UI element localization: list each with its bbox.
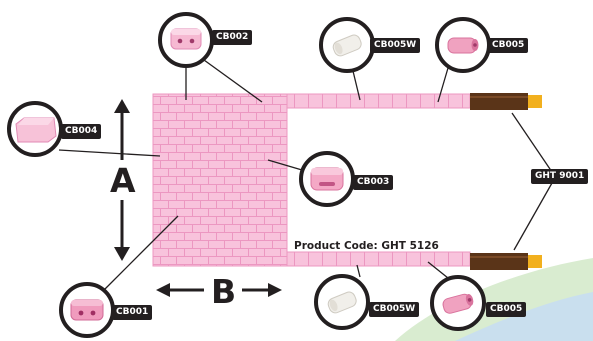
callout-cb001 [59, 282, 115, 338]
label-cb004: CB004 [61, 124, 102, 139]
callout-cb003 [299, 151, 355, 207]
height-arrow [114, 99, 130, 261]
callout-cb005w-top [319, 17, 375, 73]
width-arrow [156, 283, 282, 297]
leader-lines [58, 59, 553, 290]
callout-cb005w-bottom [314, 274, 370, 330]
callout-cb005-top [435, 17, 491, 73]
label-cb005-bottom: CB005 [486, 302, 527, 317]
cable-connector-bottom [470, 253, 542, 270]
label-cb005w-top: CB005W [370, 38, 421, 53]
label-ght9001: GHT 9001 [531, 169, 589, 184]
dimension-b-label: B [211, 272, 237, 311]
label-cb002: CB002 [212, 30, 253, 45]
product-code-label: Product Code: GHT 5126 [294, 240, 439, 252]
mat-main-block [152, 93, 288, 267]
label-cb005-top: CB005 [488, 38, 529, 53]
label-cb005w-bottom: CB005W [369, 302, 420, 317]
label-cb001: CB001 [112, 305, 153, 320]
mat-bottom-strip [286, 251, 471, 267]
mat-top-strip [286, 93, 471, 109]
cable-connector-top [470, 93, 542, 110]
callout-cb004 [7, 101, 63, 157]
label-cb003: CB003 [353, 175, 394, 190]
callout-cb005-bottom [430, 275, 486, 331]
dimension-a-label: A [110, 161, 136, 200]
callout-cb002 [158, 12, 214, 68]
